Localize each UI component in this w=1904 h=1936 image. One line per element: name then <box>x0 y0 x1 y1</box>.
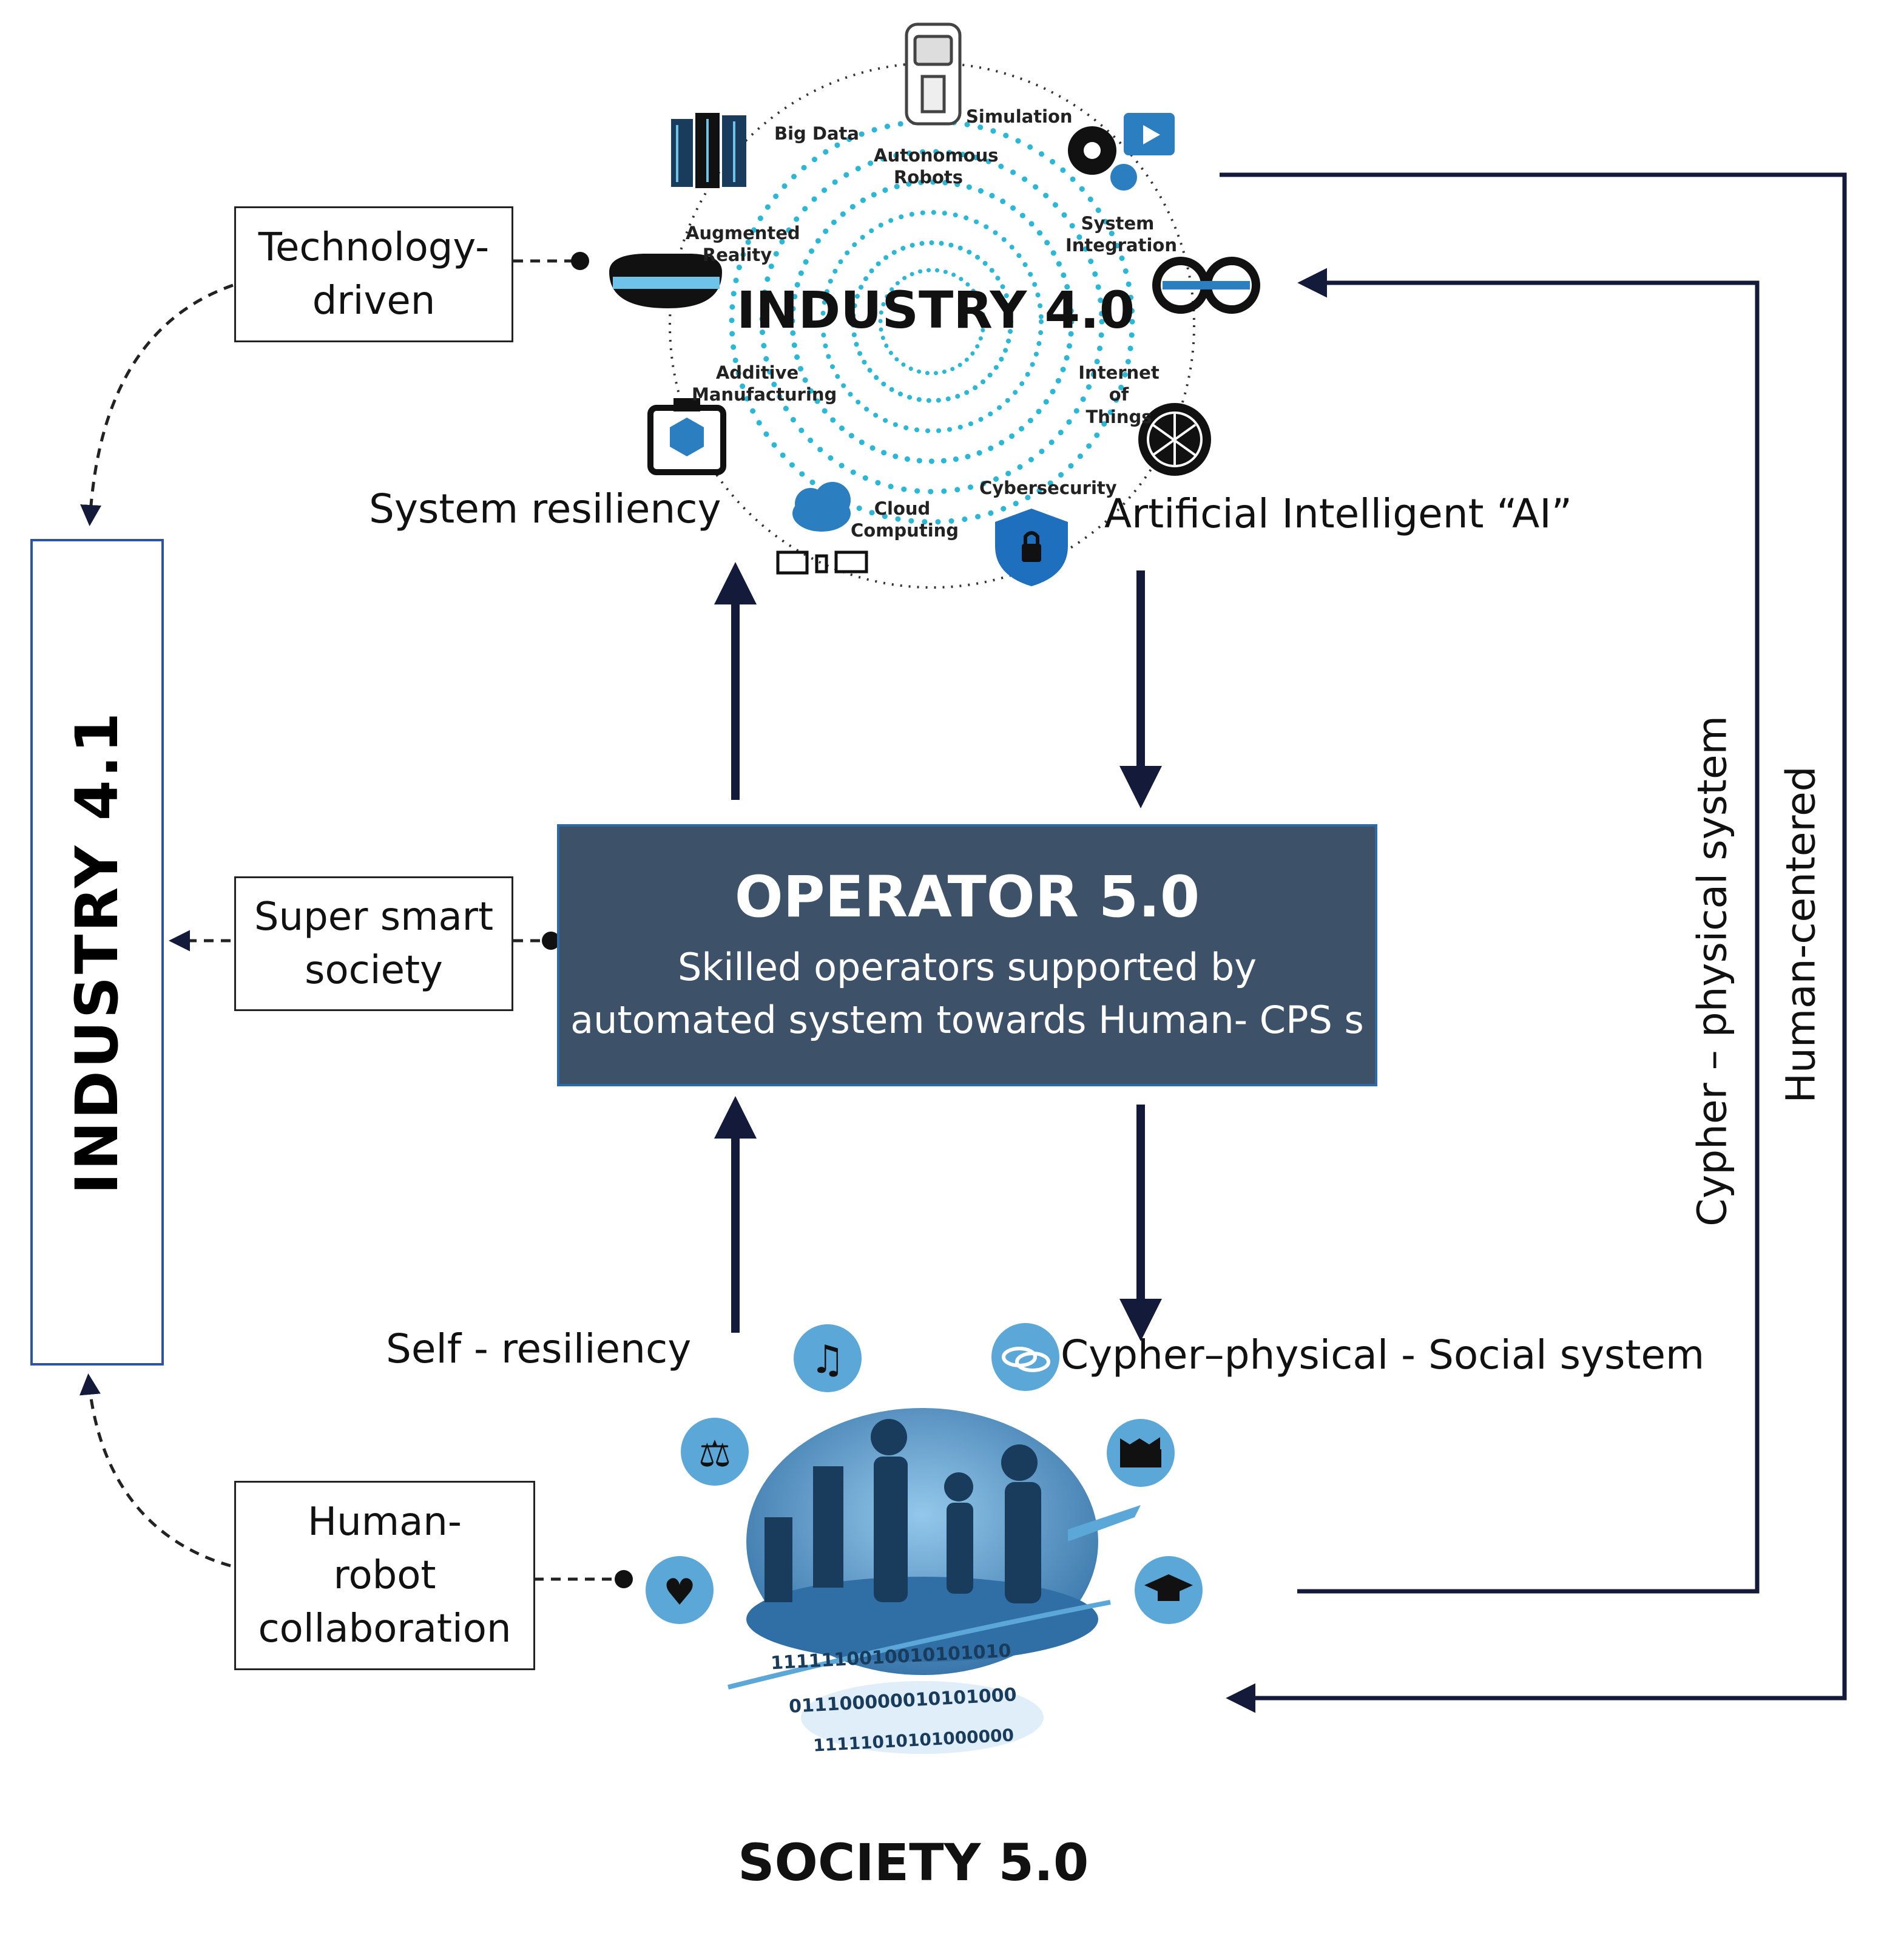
artificial-intelligent-label: Artificial Intelligent “AI” <box>1104 490 1572 537</box>
super-smart-society-box: Super smart society <box>234 876 513 1011</box>
tech-autonomous-line2: Robots <box>893 167 964 188</box>
system-integration-icon <box>1068 113 1175 191</box>
simulation-icon <box>905 22 962 126</box>
tech-augmented-reality: Augmented Reality <box>686 222 800 266</box>
tech-big-data: Big Data <box>774 123 859 144</box>
augmented-reality-icon <box>609 254 722 308</box>
music-icon: ♫ <box>794 1324 862 1392</box>
operator50-title: OPERATOR 5.0 <box>734 864 1200 930</box>
tech-si-line1: System <box>1081 213 1155 234</box>
industry41-label: INDUSTRY 4.1 <box>63 710 131 1194</box>
operator50-subtitle-line1: Skilled operators supported by <box>677 945 1257 989</box>
industry40-cyan-pattern <box>729 118 1135 525</box>
tech-system-integration: System Integration <box>1065 212 1177 257</box>
human-robot-collaboration-box: Human- robot collaboration <box>234 1481 535 1670</box>
internet-of-things-icon <box>1138 403 1211 476</box>
tech-iot-line2: Things <box>1085 406 1152 427</box>
loop-human-centered <box>1220 172 1847 1713</box>
heart-icon: ♥ <box>646 1556 714 1624</box>
dash-arrow-technology-to-industry41 <box>80 283 234 526</box>
tech-autonomous-line1: Autonomous <box>874 145 999 166</box>
cybersecurity-icon <box>995 509 1068 586</box>
industry40-title: INDUSTRY 4.0 <box>737 280 1135 340</box>
tech-autonomous-robots: Autonomous Robots <box>874 144 999 189</box>
tech-cloud-computing: Cloud Computing <box>851 498 959 542</box>
society-globe <box>728 1408 1141 1754</box>
tech-cybersecurity: Cybersecurity <box>979 478 1117 498</box>
tech-internet-of-things: Internet of Things <box>1068 362 1170 428</box>
human-robot-line3: collaboration <box>258 1606 511 1652</box>
tech-am-line2: Manufacturing <box>692 384 837 405</box>
super-smart-line2: society <box>305 948 443 993</box>
cyber-physical-social-label: Cypher–physical - Social system <box>1061 1332 1705 1378</box>
tech-si-line2: Integration <box>1065 235 1177 256</box>
svg-text:♫: ♫ <box>810 1338 845 1383</box>
operator50-box: OPERATOR 5.0 Skilled operators supported… <box>557 824 1377 1086</box>
technology-driven-line2: driven <box>312 279 436 323</box>
human-robot-line1: Human- <box>308 1499 462 1545</box>
system-resiliency-label: System resiliency <box>369 486 721 532</box>
justice-scale-icon: ⚖ <box>681 1418 749 1486</box>
super-smart-line1: Super smart <box>254 894 494 939</box>
technology-driven-line1: Technology- <box>258 225 490 270</box>
tech-additive-manufacturing: Additive Manufacturing <box>692 362 837 406</box>
loop-cypher-physical <box>1297 268 1760 1594</box>
graduation-cap-icon <box>1135 1556 1203 1624</box>
tech-iot-line1: Internet of <box>1078 362 1160 405</box>
technology-driven-box: Technology- driven <box>234 206 513 342</box>
human-robot-line2: robot <box>333 1552 436 1598</box>
dot-technology <box>571 252 589 270</box>
tech-am-line1: Additive <box>715 362 799 383</box>
factory-icon <box>1107 1419 1175 1487</box>
dot-humanrobot <box>615 1570 633 1588</box>
self-resiliency-label: Self - resiliency <box>386 1325 692 1372</box>
industry40-dotted-ring <box>669 62 1195 589</box>
cloud-computing-icon <box>776 482 868 575</box>
operator50-subtitle-line2: automated system towards Human- CPS s <box>570 997 1364 1042</box>
tech-cloud-line1: Cloud <box>874 498 931 519</box>
tech-cloud-line2: Computing <box>851 520 959 541</box>
svg-text:⚖: ⚖ <box>698 1433 731 1475</box>
dot-supersmart <box>542 932 560 950</box>
dash-arrow-humanrobot-to-industry41 <box>79 1373 231 1568</box>
additive-manufacturing-icon <box>647 398 726 475</box>
human-centered-label: Human-centered <box>1777 766 1825 1103</box>
cypher-physical-system-label: Cypher – physical system <box>1689 716 1736 1227</box>
svg-text:♥: ♥ <box>663 1571 696 1614</box>
tech-simulation: Simulation <box>966 106 1073 127</box>
system-link-icon <box>1152 257 1260 314</box>
tech-ar-line1: Augmented <box>686 223 800 243</box>
industry41-box: INDUSTRY 4.1 <box>30 539 164 1366</box>
tech-ar-line2: Reality <box>702 245 772 266</box>
society50-title: SOCIETY 5.0 <box>738 1833 1089 1892</box>
link-icon <box>991 1323 1059 1391</box>
big-data-icon <box>671 113 746 188</box>
